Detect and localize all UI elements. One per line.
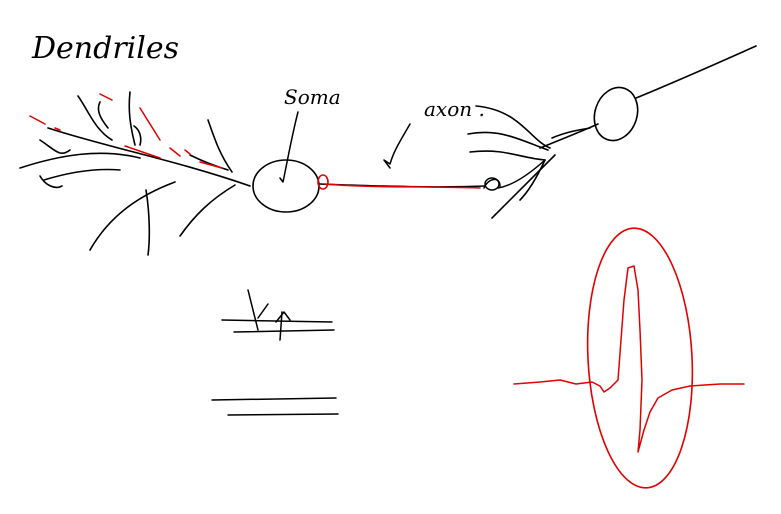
- membrane-sketch-bottom: [211, 397, 339, 416]
- membrane-sketch-top: [221, 289, 335, 341]
- dendrite-tree: [19, 91, 251, 256]
- soma-label: Soma: [284, 85, 341, 109]
- action-potential-trace: [513, 265, 745, 453]
- axon-hillock-highlight: [317, 174, 481, 190]
- axon-label: axon .: [424, 97, 485, 121]
- dendrite-highlight: [29, 93, 223, 169]
- second-neuron: [467, 45, 757, 219]
- dendrites-label: Dendriles: [31, 31, 179, 66]
- axon-terminal: [483, 159, 546, 191]
- soma-pointer-arrow: [279, 111, 299, 183]
- axon-pointer-arrow: [383, 123, 411, 169]
- action-potential-highlight-circle: [586, 227, 694, 489]
